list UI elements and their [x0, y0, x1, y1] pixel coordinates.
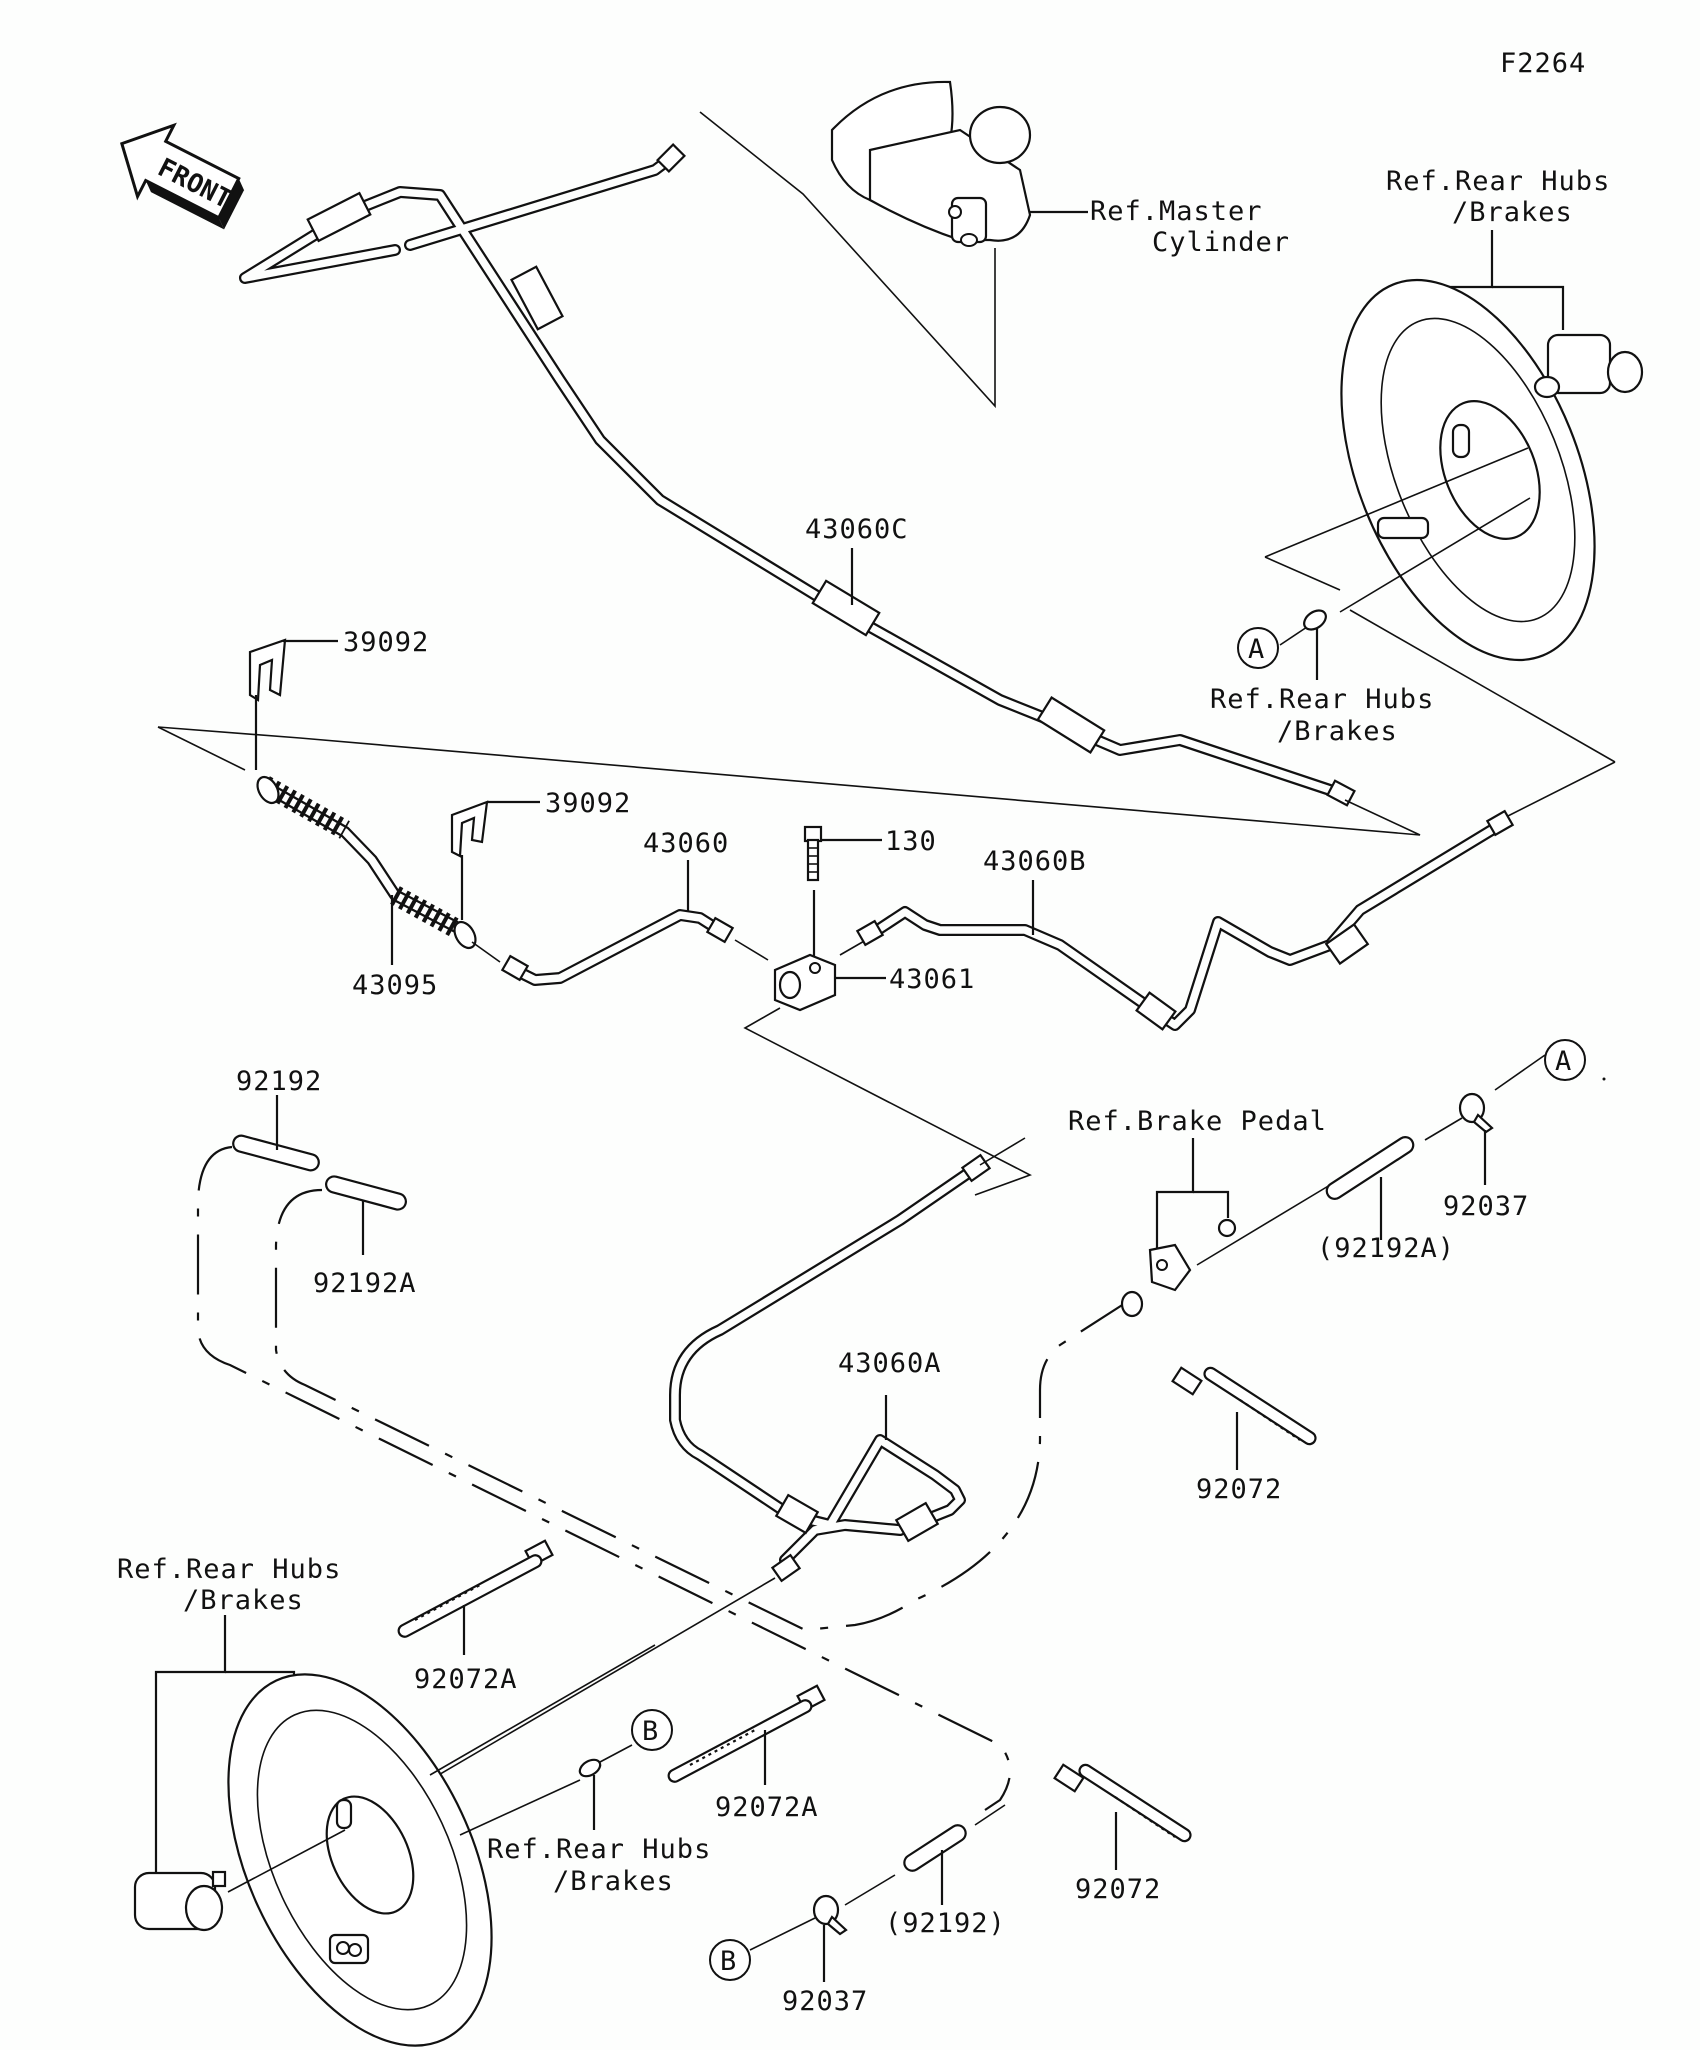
connector-b-top — [631, 1709, 673, 1751]
figure-id: F2264 — [1500, 48, 1586, 79]
part-label-92192: 92192 — [236, 1066, 322, 1097]
guide-line — [157, 726, 1421, 836]
ref-rear-hubs-bottom-left-line1: Ref.Rear Hubs — [117, 1554, 341, 1585]
ref-master-cylinder-line1: Ref.Master — [1090, 196, 1263, 227]
guide-line — [157, 726, 246, 771]
guide-line — [1349, 609, 1616, 763]
leader-bracket — [1155, 1138, 1195, 1248]
rear-brake-drum-right — [1340, 278, 1596, 662]
clamp-92037-bottom — [812, 1894, 848, 1936]
connector-b-top-label: B — [642, 1716, 659, 1747]
ref-rear-hubs-bottom-left-line2: /Brakes — [183, 1585, 304, 1616]
part-label-43060C: 43060C — [805, 514, 909, 545]
bleeder-screw — [578, 1758, 602, 1778]
ref-rear-hubs-bottom-mid-line1: Ref.Rear Hubs — [487, 1834, 711, 1865]
ref-master-cylinder-line2: Cylinder — [1152, 227, 1290, 258]
wheel-cylinder-left — [133, 1870, 227, 1932]
part-label-92072-upper: 92072 — [1196, 1474, 1282, 1505]
connector-line — [839, 939, 867, 956]
part-label-43095: 43095 — [352, 970, 438, 1001]
connector-a-right — [1544, 1039, 1586, 1081]
connector-b-bottom — [709, 1939, 751, 1981]
part-label-130: 130 — [885, 826, 937, 857]
guide-line — [1264, 556, 1341, 591]
connector-a-top-label: A — [1248, 634, 1265, 665]
hose-protector-92192-lower — [903, 1824, 967, 1872]
cable-tie-92072A-mid — [667, 1684, 826, 1783]
guide-line — [1499, 761, 1616, 821]
leader-bracket — [1193, 1190, 1230, 1218]
guide-line — [699, 111, 996, 409]
clip-39092-right — [450, 800, 489, 858]
cable-tie-92072-upper — [1171, 1366, 1317, 1446]
connector-line — [734, 939, 769, 961]
guide-line — [429, 1644, 656, 1776]
part-label-43060B: 43060B — [983, 846, 1087, 877]
guide-line — [844, 1874, 896, 1906]
connector-a-right-label: A — [1555, 1046, 1572, 1077]
part-label-92072-lower: 92072 — [1075, 1874, 1161, 1905]
part-label-43060: 43060 — [643, 828, 729, 859]
clamp-92037-top — [1458, 1092, 1494, 1134]
leader-bracket — [1492, 285, 1565, 330]
guide-line — [1196, 1184, 1331, 1266]
ref-rear-hubs-bottom-mid-line2: /Brakes — [553, 1866, 674, 1897]
part-label-43061: 43061 — [889, 964, 975, 995]
wheel-cylinder-right — [1533, 333, 1644, 399]
guide-line — [429, 1577, 776, 1781]
part-label-92037-bottom: 92037 — [782, 1986, 868, 2017]
rear-brake-drum-left — [227, 1673, 493, 2047]
guide-line — [974, 1804, 1006, 1826]
part-label-92072A-left: 92072A — [414, 1664, 518, 1695]
master-cylinder — [830, 80, 1032, 247]
bleeder-screw — [1303, 609, 1327, 631]
connector-b-bottom-label: B — [720, 1946, 737, 1977]
connector-line — [1494, 1054, 1546, 1091]
part-label-39092-left: 39092 — [343, 627, 429, 658]
connector-line — [599, 1744, 633, 1763]
clip-39092-left — [248, 638, 287, 702]
brake-pipe-43060C — [239, 143, 1356, 807]
front-arrow-icon: FRONT — [119, 122, 245, 230]
cable-path-outer — [196, 1145, 1012, 1811]
ref-rear-hubs-top-right-line1: Ref.Rear Hubs — [1386, 166, 1610, 197]
cable-tie-92072-lower — [1053, 1763, 1192, 1843]
part-label-43060A: 43060A — [838, 1348, 942, 1379]
part-label-92192A: 92192A — [313, 1268, 417, 1299]
connector-line — [471, 941, 501, 963]
brake-pedal-bracket — [1120, 1218, 1237, 1318]
part-label-92037-top: 92037 — [1443, 1191, 1529, 1222]
part-label-92192A-paren: (92192A) — [1317, 1233, 1455, 1264]
guide-line — [459, 1779, 581, 1836]
ref-rear-hubs-top-right-line2: /Brakes — [1452, 197, 1573, 228]
guide-line — [979, 1137, 1026, 1166]
part-label-39092-right: 39092 — [545, 788, 631, 819]
guide-line — [1339, 497, 1531, 613]
brake-hose-43095 — [256, 775, 477, 950]
connector-line — [749, 1917, 816, 1951]
guide-line — [1424, 1117, 1463, 1141]
connector-a-top — [1237, 627, 1279, 669]
brake-pipe-43060A — [669, 1153, 992, 1583]
guide-line — [227, 1829, 346, 1893]
ref-rear-hubs-right-mid-line2: /Brakes — [1277, 716, 1398, 747]
brake-pipe-43060 — [500, 909, 735, 986]
guide-line — [1264, 447, 1529, 558]
part-label-92072A-mid: 92072A — [715, 1792, 819, 1823]
dot-mark — [1602, 1077, 1606, 1081]
ref-rear-hubs-right-mid-line1: Ref.Rear Hubs — [1210, 684, 1434, 715]
guide-line — [743, 1007, 1032, 1196]
pipe-joint-43061 — [773, 953, 837, 1012]
leader-bracket — [154, 1615, 227, 1876]
cable-path-inner — [274, 1188, 1131, 1632]
brake-pipe-43060B — [855, 809, 1515, 1031]
cable-tie-92072A-left — [397, 1539, 554, 1638]
part-label-92192-paren: (92192) — [885, 1908, 1006, 1939]
hose-protector-92192A-right — [1325, 1136, 1415, 1200]
ref-brake-pedal: Ref.Brake Pedal — [1068, 1106, 1327, 1137]
bolt-130 — [803, 825, 823, 882]
hose-protector-92192A — [325, 1175, 407, 1211]
